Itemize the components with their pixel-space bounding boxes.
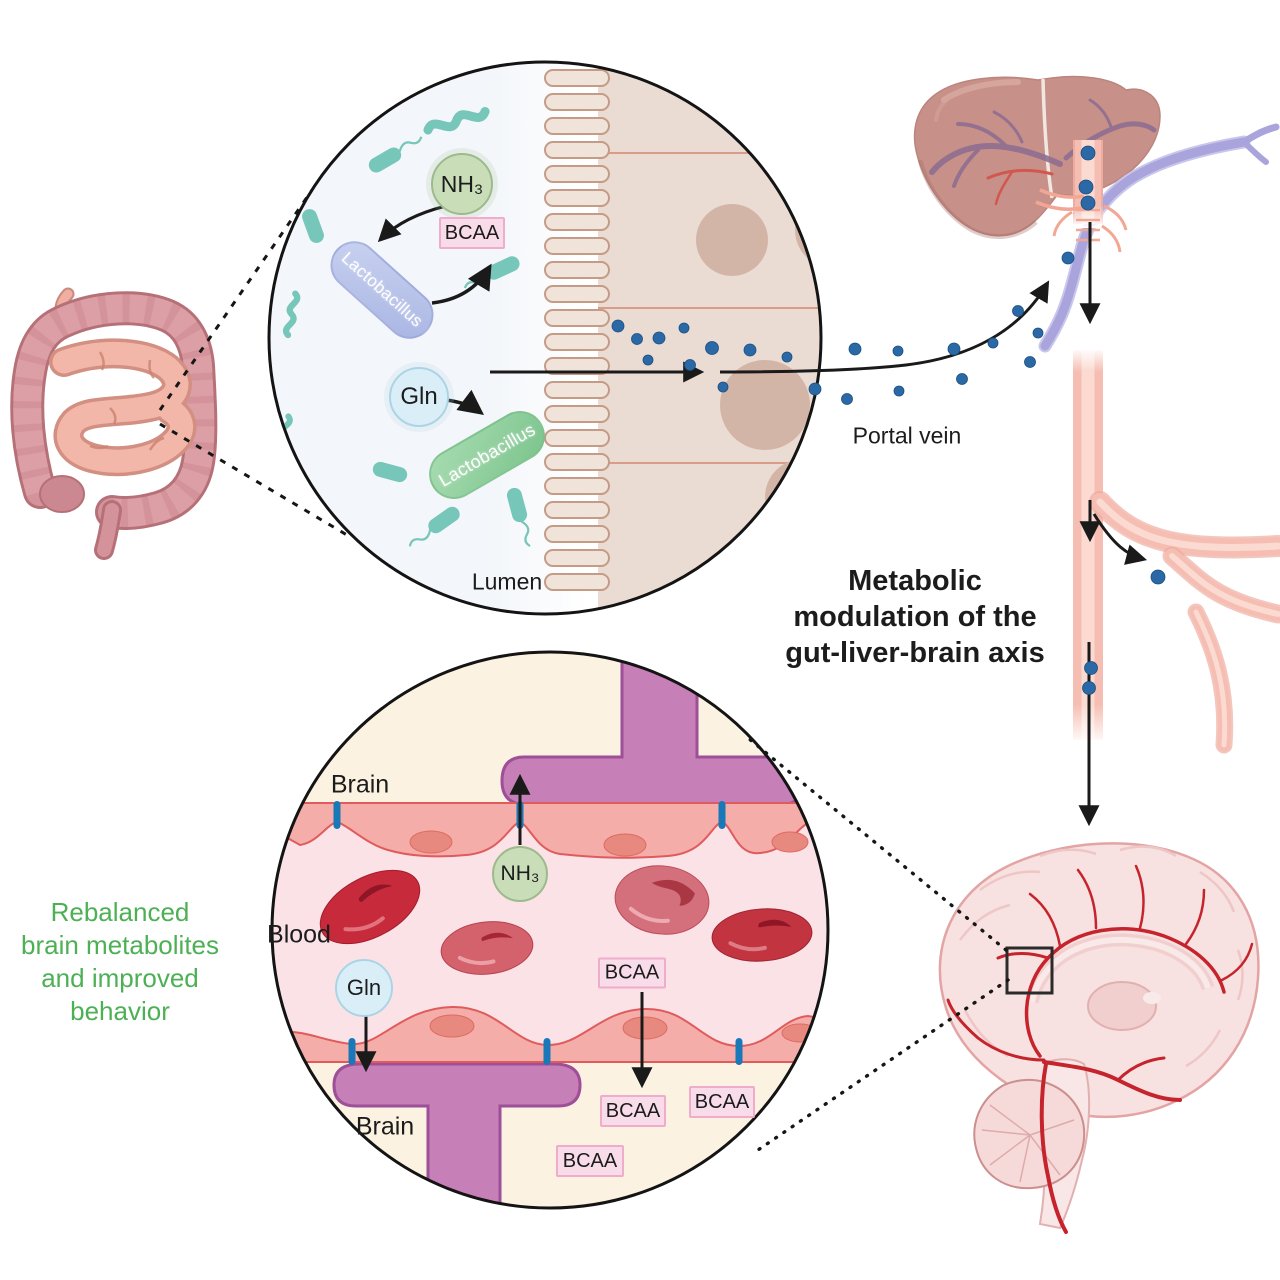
gln-molecule-bbb: Gln — [335, 959, 393, 1017]
nh3-molecule-gut: NH₃ — [431, 153, 493, 215]
hepatic-hilum-vessels — [1035, 188, 1128, 253]
bcaa-tag-brain-2: BCAA — [689, 1086, 755, 1118]
metabolite-dots — [611, 145, 1166, 695]
bbb-zoom-circle — [270, 650, 830, 1210]
cerebral-arteries — [946, 864, 1254, 1234]
gyri-folds — [959, 845, 1244, 1068]
endothelial-nuclei-top — [409, 830, 809, 857]
nh3-to-lactobacillus-arrow — [377, 204, 447, 243]
outcome-caption: Rebalanced brain metabolites and improve… — [21, 897, 219, 1026]
tight-junctions-bottom — [348, 1038, 743, 1065]
liver-illustration — [913, 75, 1161, 239]
bcaa-tag-brain-1: BCAA — [600, 1095, 666, 1127]
gln-molecule-gut: Gln — [389, 367, 449, 427]
portal-vein-vessel — [1038, 123, 1280, 353]
gut-lumen-zoom-circle — [267, 60, 823, 616]
astrocyte-endfoot-bottom — [332, 1062, 582, 1208]
flow-arrows — [355, 204, 1148, 1089]
tight-junctions-top — [333, 801, 726, 829]
hepatic-artery — [986, 169, 1054, 206]
bcaa-tag-blood: BCAA — [598, 957, 666, 989]
bcaa-tag-gut: BCAA — [439, 217, 505, 249]
lactobacillus-to-bcaa-arrow — [431, 263, 492, 305]
vessel-branch-arrow — [1092, 513, 1148, 565]
lumen-label: Lumen — [471, 568, 543, 595]
figure-title: Metabolic modulation of the gut-liver-br… — [785, 565, 1045, 669]
brain-illustration — [938, 842, 1260, 1234]
brain-label-bottom: Brain — [355, 1112, 415, 1141]
gut-zoom-connector-lines — [158, 189, 353, 540]
hepatic-vessel-column — [1035, 140, 1280, 754]
portal-vein-arrow — [719, 280, 1050, 374]
bbb-zoom-region-box — [1005, 946, 1054, 995]
villi-brush-border — [544, 69, 610, 591]
gln-to-lactobacillus-arrow — [445, 389, 485, 416]
portal-vein-label: Portal vein — [852, 422, 962, 449]
intestine-illustration — [10, 287, 218, 560]
bcaa-tag-brain-3: BCAA — [556, 1145, 624, 1177]
nh3-molecule-bbb: NH₃ — [492, 846, 548, 902]
red-blood-cells — [319, 865, 813, 975]
brain-label-top: Brain — [330, 770, 390, 799]
bbb-zoom-connector-lines — [746, 736, 1010, 1152]
blood-label: Blood — [267, 920, 331, 949]
